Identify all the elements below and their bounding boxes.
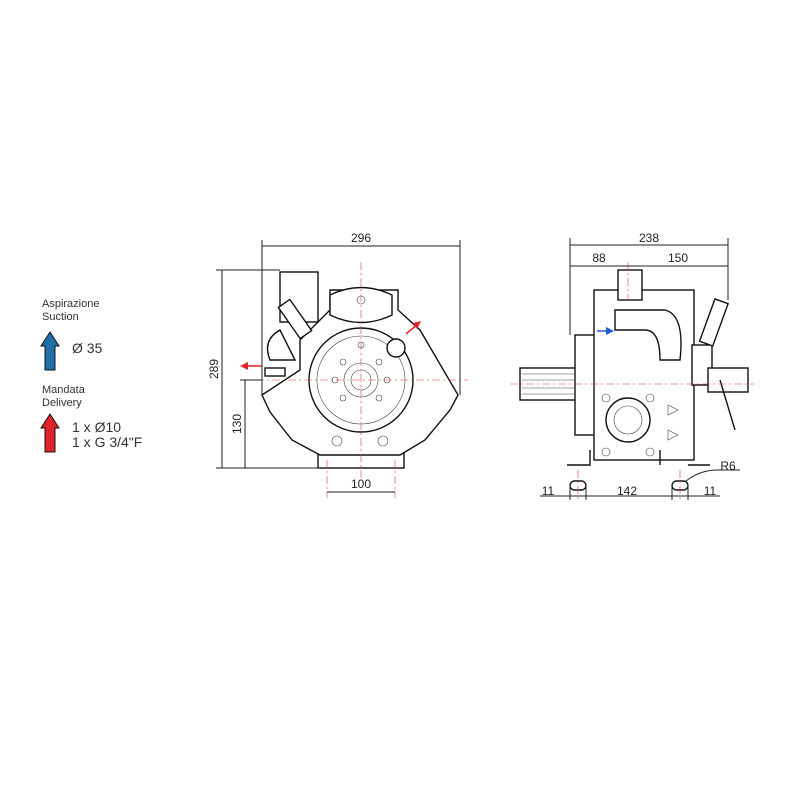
dim-length-238: 238	[639, 231, 659, 245]
suction-arrow-icon	[40, 331, 60, 371]
dim-142: 142	[617, 484, 637, 498]
delivery-spec-2: 1 x G 3/4"F	[72, 434, 143, 450]
dim-radius-r6: R6	[720, 459, 736, 473]
delivery-spec-1: 1 x Ø10	[72, 419, 122, 435]
delivery-label: Mandata Delivery	[42, 384, 85, 410]
side-view	[510, 262, 755, 500]
suction-diameter: Ø 35	[72, 340, 103, 356]
delivery-arrow-icon	[40, 413, 60, 453]
suction-label-it: Aspirazione	[42, 298, 100, 310]
side-dimensions	[540, 238, 740, 500]
front-view	[240, 262, 468, 498]
dim-88: 88	[592, 251, 606, 265]
dim-width-296: 296	[351, 231, 371, 245]
dim-150: 150	[668, 251, 688, 265]
dim-11-left: 11	[542, 484, 555, 498]
front-dimensions	[216, 240, 461, 493]
dim-base-100: 100	[351, 477, 371, 491]
dim-11-right: 11	[704, 484, 717, 498]
delivery-label-en: Delivery	[42, 397, 82, 409]
suction-label-en: Suction	[42, 311, 79, 323]
delivery-label-it: Mandata	[42, 384, 85, 396]
suction-label: Aspirazione Suction	[42, 298, 99, 324]
delivery-spec: 1 x Ø10 1 x G 3/4"F	[72, 420, 142, 450]
dim-shaft-height-130: 130	[230, 414, 244, 434]
dim-height-289: 289	[207, 359, 221, 379]
